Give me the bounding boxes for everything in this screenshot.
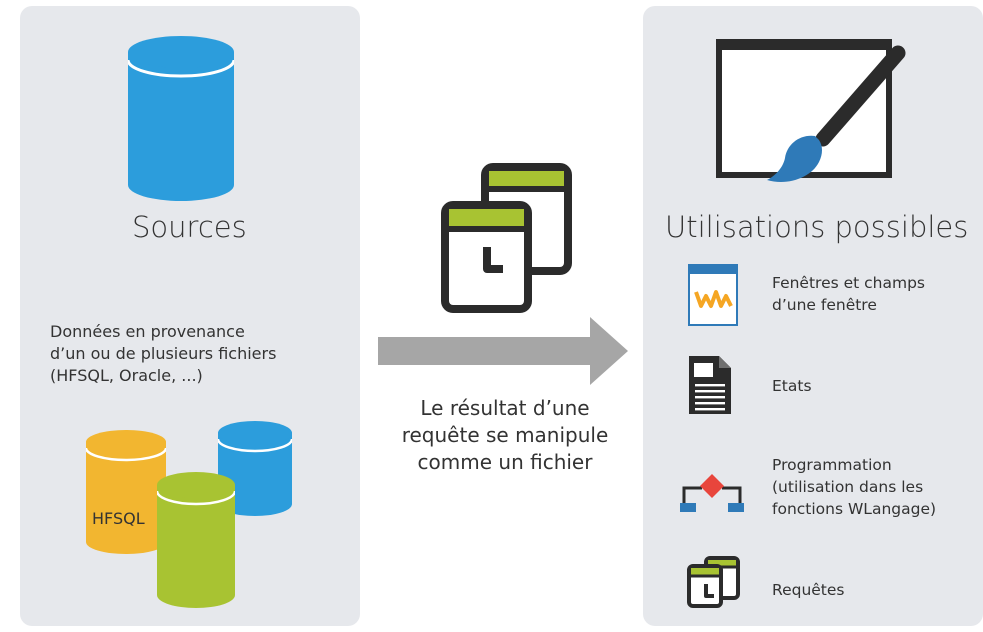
sources-description-line: d’un ou de plusieurs fichiers <box>50 344 277 363</box>
query-icon <box>686 556 742 608</box>
use-item-label: Etats <box>772 375 812 397</box>
use-item-label: Requêtes <box>772 579 845 601</box>
middle-caption-line: comme un fichier <box>417 450 593 474</box>
middle-caption-line: requête se manipule <box>401 423 609 447</box>
wm-window-icon <box>688 264 738 326</box>
use-item-label: Programmation (utilisation dans les fonc… <box>772 454 936 520</box>
sources-description: Données en provenance d’un ou de plusieu… <box>50 321 276 387</box>
hfsql-database-icon <box>86 430 166 555</box>
use-item-label: Fenêtres et champs d’une fenêtre <box>772 272 925 316</box>
use-item-label-line: fonctions WLangage) <box>772 500 937 518</box>
use-item-label-line: Programmation <box>772 456 892 474</box>
use-item-label-line: (utilisation dans les <box>772 478 924 496</box>
uses-title: Utilisations possibles <box>665 210 969 244</box>
green-database-icon <box>157 472 235 608</box>
middle-caption-line: Le résultat d’une <box>420 396 590 420</box>
middle-caption: Le résultat d’une requête se manipule co… <box>385 395 625 476</box>
flow-arrow <box>378 316 628 386</box>
database-icon <box>128 36 234 201</box>
blue-database-icon <box>218 421 292 516</box>
use-item-label-line: Fenêtres et champs <box>772 274 926 292</box>
sources-description-line: (HFSQL, Oracle, ...) <box>50 366 203 385</box>
report-document-icon <box>687 354 733 416</box>
sources-title: Sources <box>132 210 247 244</box>
sources-description-line: Données en provenance <box>50 322 245 341</box>
window-paintbrush-icon <box>715 36 911 192</box>
flowchart-icon <box>680 466 744 516</box>
hfsql-label: HFSQL <box>92 509 145 528</box>
use-item-label-line: Requêtes <box>772 581 845 599</box>
use-item-label-line: Etats <box>772 377 812 395</box>
query-files-icon <box>441 163 574 313</box>
use-item-label-line: d’une fenêtre <box>772 296 877 314</box>
